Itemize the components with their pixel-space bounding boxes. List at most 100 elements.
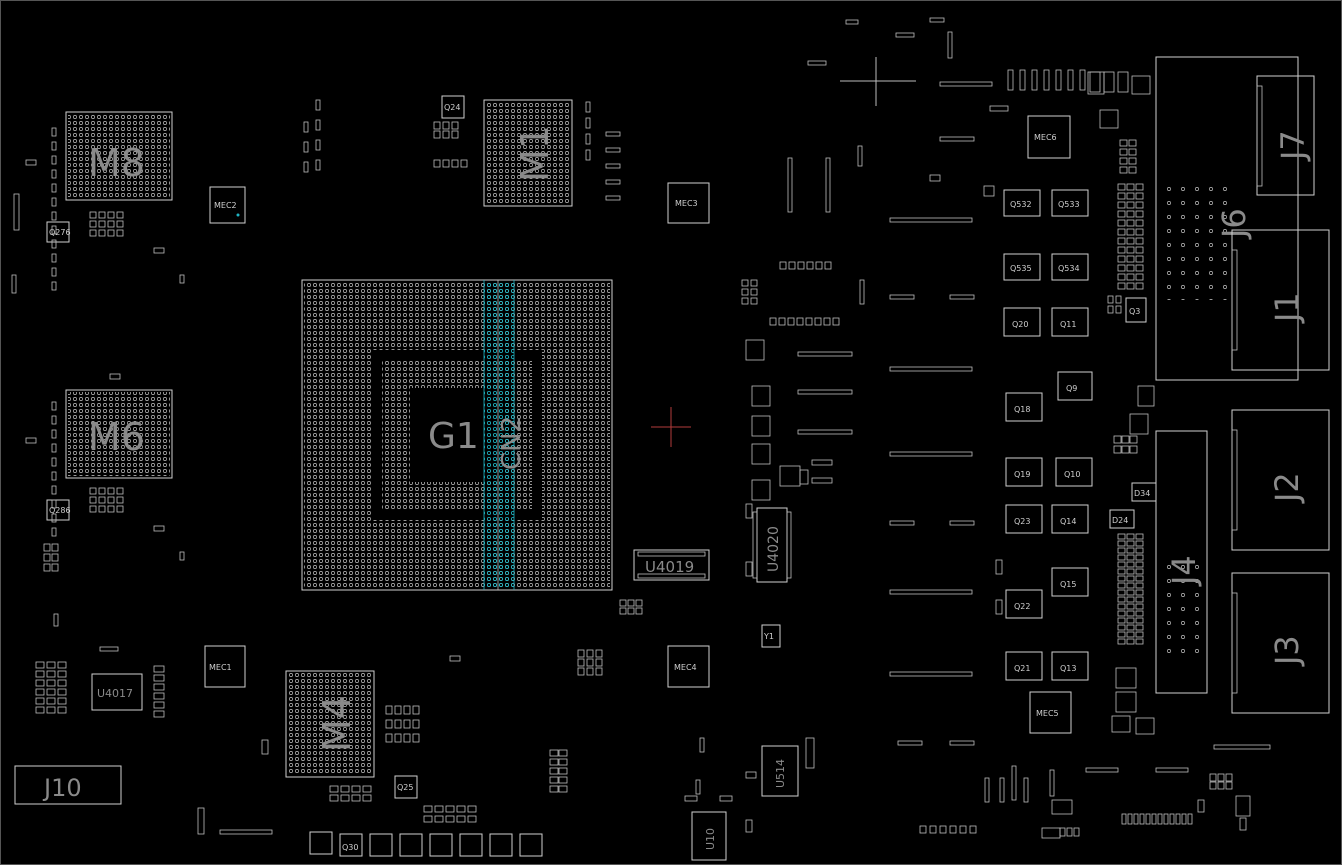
pad <box>89 211 97 219</box>
mec6[interactable]: MEC6 <box>1027 115 1071 159</box>
pad <box>1115 295 1122 304</box>
connector-j3[interactable]: J3 <box>1231 572 1330 714</box>
label-mec4: MEC4 <box>674 663 697 672</box>
pad <box>1067 69 1074 91</box>
bga-g1[interactable]: G1 CN2 <box>301 279 613 591</box>
pad <box>779 261 787 270</box>
pad <box>797 261 805 270</box>
ic-u4019[interactable]: U4019 <box>633 549 710 581</box>
pad <box>1117 210 1126 218</box>
label-u4019: U4019 <box>645 558 694 576</box>
pad <box>1135 617 1144 624</box>
ic-u4020[interactable]: U4020 <box>752 507 792 583</box>
pad <box>46 697 56 705</box>
pad <box>1135 219 1144 227</box>
bga-m4[interactable]: M4 <box>285 670 375 778</box>
pad <box>1117 617 1126 624</box>
connector-j10[interactable]: J10 <box>14 765 122 805</box>
pad <box>1135 533 1144 540</box>
pad <box>315 159 321 171</box>
svg-text:Q11: Q11 <box>1060 320 1076 329</box>
mosfet-q13[interactable]: Q13 <box>1051 651 1089 681</box>
diode-d24[interactable]: D24 <box>1109 509 1135 529</box>
mosfet-q19[interactable]: Q19 <box>1005 457 1043 487</box>
mosfet-q3[interactable]: Q3 <box>1125 297 1147 323</box>
mosfet-q15[interactable]: Q15 <box>1051 567 1089 597</box>
pad <box>1119 166 1128 174</box>
pad <box>116 496 124 504</box>
pad <box>107 505 115 513</box>
pad <box>1126 246 1135 254</box>
mosfet-q25[interactable]: Q25 <box>394 775 418 799</box>
pad <box>1126 638 1135 645</box>
pad <box>1126 210 1135 218</box>
svg-text:Q9: Q9 <box>1066 384 1077 393</box>
pad <box>1135 561 1144 568</box>
bga-m1[interactable]: M1 <box>483 99 573 207</box>
mosfet-q22[interactable]: Q22 <box>1005 589 1043 619</box>
pad <box>179 274 185 284</box>
pad <box>807 60 827 66</box>
bga-m8[interactable]: M8 <box>65 111 173 201</box>
pad <box>1113 445 1122 454</box>
ic-u10[interactable]: U10 <box>691 811 727 861</box>
pad <box>558 776 568 784</box>
mosfet-q10[interactable]: Q10 <box>1055 457 1093 487</box>
pad <box>1126 540 1135 547</box>
pad <box>549 767 559 775</box>
pad <box>1135 192 1144 200</box>
pad <box>889 520 915 526</box>
pad <box>1117 540 1126 547</box>
connector-j7[interactable]: J7 <box>1256 75 1315 196</box>
mec3[interactable]: MEC3 <box>667 182 710 224</box>
mosfet-q532[interactable]: Q532 <box>1003 189 1041 217</box>
pad <box>1135 596 1144 603</box>
pad <box>1117 638 1126 645</box>
mosfet-q276[interactable]: Q276 <box>46 221 71 243</box>
pad <box>1126 603 1135 610</box>
mosfet-q21[interactable]: Q21 <box>1005 651 1043 681</box>
pad <box>116 487 124 495</box>
connector-j2[interactable]: J2 <box>1231 409 1330 551</box>
pad <box>46 688 56 696</box>
mosfet-q9[interactable]: Q9 <box>1057 371 1093 401</box>
pad <box>1041 827 1061 839</box>
mosfet-q23[interactable]: Q23 <box>1005 504 1043 534</box>
mec2[interactable]: MEC2 <box>209 186 246 224</box>
ic-u4017[interactable]: U4017 <box>91 673 143 711</box>
connector-j1[interactable]: J1 <box>1231 229 1330 371</box>
mec5[interactable]: MEC5 <box>1029 691 1072 734</box>
mosfet-q535[interactable]: Q535 <box>1003 253 1041 281</box>
bga-m6[interactable]: M6 <box>65 389 173 479</box>
connector-j6[interactable]: J6 <box>1155 56 1299 381</box>
mosfet-q533[interactable]: Q533 <box>1051 189 1089 217</box>
mosfet-q30[interactable]: Q30 <box>339 833 363 857</box>
crystal-y1[interactable]: Y1 <box>761 624 781 648</box>
mosfet-q286[interactable]: Q286 <box>46 499 71 521</box>
ic-u514[interactable]: U514 <box>761 745 799 797</box>
pad <box>719 795 733 802</box>
pad <box>329 794 339 802</box>
mosfet-q18[interactable]: Q18 <box>1005 392 1043 422</box>
pad <box>1117 603 1126 610</box>
connector-j4[interactable]: J4 <box>1155 430 1208 694</box>
pad <box>1126 617 1135 624</box>
mec1[interactable]: MEC1 <box>204 645 246 688</box>
mosfet-q14[interactable]: Q14 <box>1051 504 1089 534</box>
diode-d34[interactable]: D34 <box>1131 482 1157 502</box>
pad <box>805 317 813 326</box>
label-j3: J3 <box>1268 635 1306 667</box>
mec4[interactable]: MEC4 <box>667 645 710 688</box>
mosfet-q11[interactable]: Q11 <box>1051 307 1089 337</box>
pad <box>1197 799 1205 813</box>
pad <box>1117 533 1126 540</box>
pad <box>107 487 115 495</box>
mosfet-q20[interactable]: Q20 <box>1003 307 1041 337</box>
mosfet-q534[interactable]: Q534 <box>1051 253 1089 281</box>
pad <box>315 99 321 111</box>
mosfet-q24[interactable]: Q24 <box>441 95 465 119</box>
pad <box>1117 582 1126 589</box>
pad <box>1117 237 1126 245</box>
label-m6: M6 <box>88 415 145 459</box>
